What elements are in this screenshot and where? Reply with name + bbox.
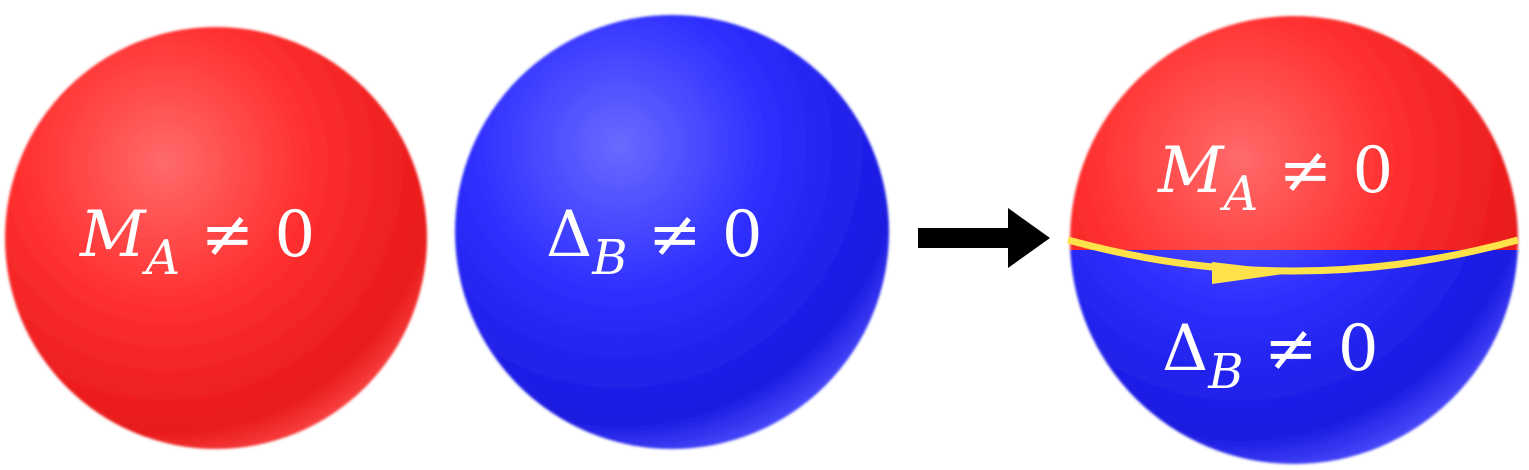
heterostructure-bottom-symbol: Δ (1162, 312, 1208, 386)
right-arrow-icon (918, 208, 1050, 268)
magnet-subscript: A (142, 230, 181, 286)
magnet-symbol: M (79, 198, 147, 272)
heterostructure-bottom-subscript: B (1207, 344, 1243, 400)
heterostructure-top-relation: ≠ 0 (1258, 134, 1393, 208)
magnet-label: MA ≠ 0 (79, 198, 315, 286)
interface-edge-line (1067, 236, 1519, 275)
heterostructure-sphere: MA ≠ 0 ΔB ≠ 0 (1067, 16, 1519, 464)
heterostructure-bottom-half (1070, 250, 1518, 464)
superconductor-subscript: B (591, 230, 627, 286)
heterostructure-bottom-relation: ≠ 0 (1244, 312, 1379, 386)
superconductor-sphere: ΔB ≠ 0 (455, 15, 889, 449)
heterostructure-top-half (1070, 16, 1518, 250)
heterostructure-top-subscript: A (1220, 166, 1259, 222)
magnet-relation: ≠ 0 (180, 198, 315, 272)
superconductor-label: ΔB ≠ 0 (546, 198, 763, 286)
superconductor-sphere-body (455, 15, 889, 449)
superconductor-symbol: Δ (546, 198, 592, 272)
heterostructure-bottom-label: ΔB ≠ 0 (1162, 312, 1379, 400)
superconductor-relation: ≠ 0 (628, 198, 763, 272)
magnet-sphere-body (5, 27, 427, 449)
magnet-sphere: MA ≠ 0 (5, 27, 427, 449)
heterostructure-top-symbol: M (1157, 134, 1225, 208)
heterostructure-top-label: MA ≠ 0 (1157, 134, 1393, 222)
interface-arrow-icon (1212, 262, 1298, 284)
